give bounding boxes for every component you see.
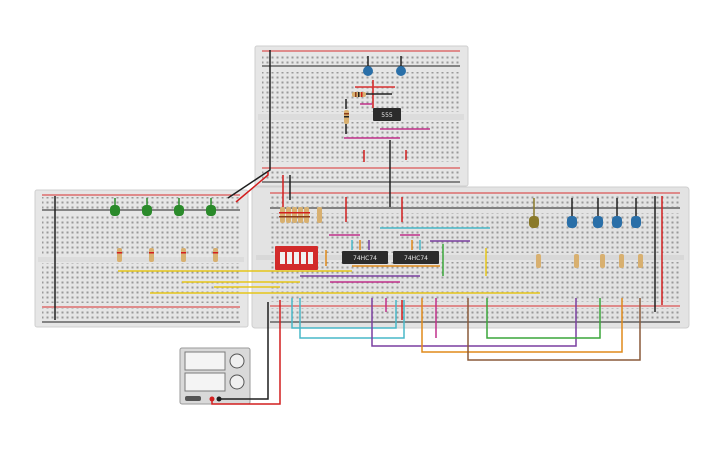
resistor-icon[interactable] bbox=[181, 248, 186, 262]
timer-chip[interactable]: 555 bbox=[373, 108, 401, 121]
led-icon[interactable] bbox=[206, 198, 216, 216]
breadboard-top[interactable] bbox=[254, 45, 469, 187]
led-icon[interactable] bbox=[567, 198, 577, 228]
resistor-icon[interactable] bbox=[619, 254, 624, 268]
capacitor-icon[interactable] bbox=[363, 56, 373, 76]
flipflop-chip-b[interactable]: 74HC74 bbox=[393, 251, 439, 264]
resistor-icon[interactable] bbox=[344, 110, 349, 124]
led-icon[interactable] bbox=[142, 198, 152, 216]
timer-chip-label: 555 bbox=[381, 112, 393, 119]
power-supply-icon[interactable] bbox=[179, 347, 251, 405]
resistor-icon[interactable] bbox=[117, 248, 122, 262]
flipflop-chip-a-label: 74HC74 bbox=[353, 255, 377, 262]
breadboard-left[interactable] bbox=[34, 189, 249, 328]
led-icon[interactable] bbox=[174, 198, 184, 216]
resistor-icon[interactable] bbox=[600, 254, 605, 268]
resistor-icon[interactable] bbox=[574, 254, 579, 268]
led-icon[interactable] bbox=[631, 198, 641, 228]
resistor-icon[interactable] bbox=[536, 254, 541, 268]
led-icon[interactable] bbox=[529, 198, 539, 228]
resistor-icon[interactable] bbox=[149, 248, 154, 262]
resistor-icon[interactable] bbox=[352, 92, 366, 97]
capacitor-icon[interactable] bbox=[396, 56, 406, 76]
flipflop-chip-b-label: 74HC74 bbox=[404, 255, 428, 262]
resistor-array[interactable] bbox=[279, 207, 322, 223]
resistor-icon[interactable] bbox=[213, 248, 218, 262]
resistor-icon[interactable] bbox=[638, 254, 643, 268]
dip-switch-icon[interactable] bbox=[275, 246, 318, 270]
flipflop-chip-a[interactable]: 74HC74 bbox=[342, 251, 388, 264]
led-icon[interactable] bbox=[612, 198, 622, 228]
led-icon[interactable] bbox=[593, 198, 603, 228]
led-icon[interactable] bbox=[110, 198, 120, 216]
